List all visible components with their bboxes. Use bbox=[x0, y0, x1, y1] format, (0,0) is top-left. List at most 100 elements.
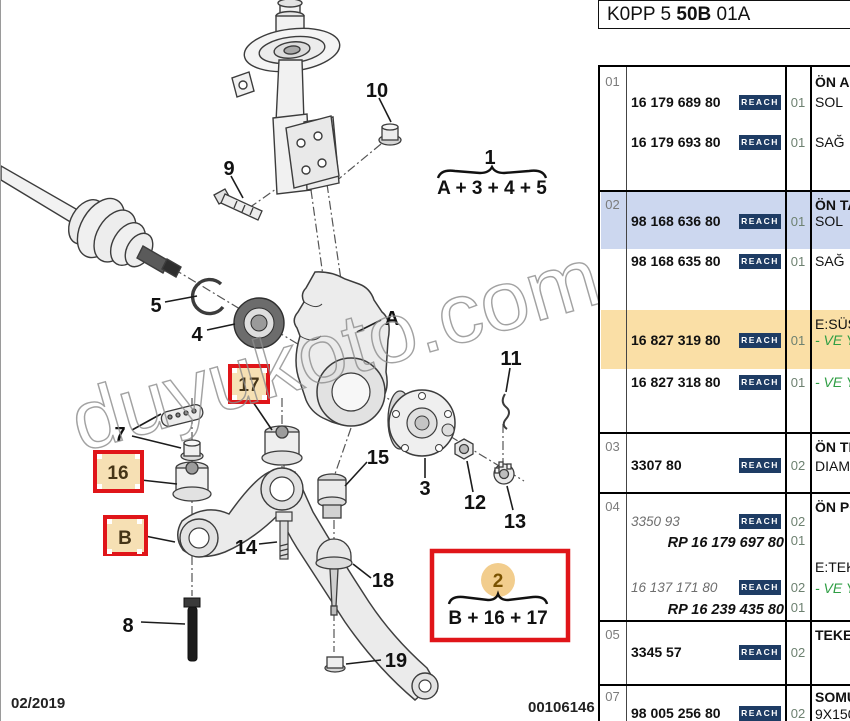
drive-shaft bbox=[1, 165, 182, 278]
pointer-lines bbox=[131, 97, 514, 665]
row-separator bbox=[600, 492, 850, 494]
row-number: 05 bbox=[605, 627, 620, 642]
front-bushing bbox=[172, 461, 212, 502]
red-box-17-label: 17 bbox=[238, 375, 259, 396]
row-number: 03 bbox=[605, 439, 620, 454]
part-description: SOL bbox=[815, 94, 844, 110]
replacement-part-number: RP 16 179 697 80 bbox=[667, 535, 784, 551]
wheel-bearing bbox=[233, 297, 285, 349]
red-box-17: 17 bbox=[228, 364, 270, 404]
row-description-header: ÖN AK bbox=[815, 74, 850, 90]
part-description: SAĞ bbox=[815, 134, 845, 150]
row-description-header: ÖN PO bbox=[815, 499, 850, 515]
row-description-header: TEKER bbox=[815, 627, 850, 643]
group-1-formula: A + 3 + 4 + 5 bbox=[437, 178, 547, 199]
catalog-code-pre: K0PP 5 bbox=[607, 4, 677, 25]
group-2-number: 2 bbox=[493, 571, 504, 592]
group-2-annotation: 2 B + 16 + 17 bbox=[429, 548, 571, 643]
row-number: 07 bbox=[605, 689, 620, 704]
reach-badge[interactable]: REACH bbox=[739, 706, 781, 721]
catalog-code-bold: 50B bbox=[676, 4, 712, 25]
highlight-band-blue bbox=[601, 192, 850, 249]
part-number: 3307 80 bbox=[631, 457, 682, 473]
callout-11: 11 bbox=[500, 348, 521, 370]
row-separator bbox=[600, 620, 850, 622]
group-1-brace bbox=[436, 164, 548, 179]
part-number: 98 168 635 80 bbox=[631, 253, 721, 269]
callout-19: 19 bbox=[385, 650, 407, 672]
row-description-header: E:SÜS bbox=[815, 316, 850, 332]
part-number: 16 179 693 80 bbox=[631, 134, 721, 150]
strut-nut bbox=[378, 123, 402, 146]
reach-badge[interactable]: REACH bbox=[739, 580, 781, 595]
red-box-B-label: B bbox=[118, 528, 132, 549]
callout-10: 10 bbox=[366, 80, 388, 102]
quantity: 01 bbox=[790, 600, 806, 615]
group-1-annotation: 1 A + 3 + 4 + 5 bbox=[436, 147, 548, 199]
reach-badge[interactable]: REACH bbox=[739, 458, 781, 473]
quantity: 02 bbox=[790, 514, 806, 529]
reach-badge[interactable]: REACH bbox=[739, 135, 781, 150]
ball-joint bbox=[315, 538, 353, 616]
hub-nut bbox=[454, 438, 474, 460]
row-description-header: ÖN TE bbox=[815, 439, 850, 455]
group-2-formula: B + 16 + 17 bbox=[448, 608, 547, 629]
column-line-qty bbox=[785, 67, 787, 721]
callout-12: 12 bbox=[464, 492, 486, 514]
long-bolt bbox=[183, 597, 201, 662]
reach-badge[interactable]: REACH bbox=[739, 375, 781, 390]
callout-labels: 10 9 5 4 A 11 7 15 3 12 13 14 18 19 8 bbox=[114, 80, 526, 672]
reach-badge[interactable]: REACH bbox=[739, 95, 781, 110]
replacement-part-number: RP 16 239 435 80 bbox=[667, 602, 784, 618]
red-box-16-label: 16 bbox=[107, 463, 128, 484]
callout-14: 14 bbox=[235, 537, 258, 559]
quantity: 02 bbox=[790, 580, 806, 595]
stop-plate-and-nut bbox=[160, 403, 204, 462]
rear-bushing bbox=[261, 425, 303, 466]
part-description: - VE Y bbox=[815, 332, 850, 348]
quantity: 01 bbox=[790, 254, 806, 269]
part-description: - VE Y bbox=[815, 374, 850, 390]
callout-9: 9 bbox=[223, 158, 234, 180]
edition-date: 02/2019 bbox=[11, 695, 66, 712]
callout-15: 15 bbox=[367, 447, 389, 469]
quantity: 01 bbox=[790, 333, 806, 348]
part-description: DIAM 8 bbox=[815, 458, 850, 474]
highlight-band-orange bbox=[601, 310, 850, 369]
part-number: 16 827 318 80 bbox=[631, 374, 721, 390]
red-box-B: B bbox=[103, 515, 148, 556]
row-separator bbox=[600, 190, 850, 192]
part-description: SAĞ bbox=[815, 253, 845, 269]
part-number: 16 137 171 80 bbox=[631, 580, 718, 595]
callout-7: 7 bbox=[114, 424, 125, 446]
reach-badge[interactable]: REACH bbox=[739, 333, 781, 348]
spacer-bushing bbox=[317, 473, 347, 519]
reach-badge[interactable]: REACH bbox=[739, 254, 781, 269]
quantity: 01 bbox=[790, 533, 806, 548]
quantity: 02 bbox=[790, 458, 806, 473]
reach-badge[interactable]: REACH bbox=[739, 514, 781, 529]
callout-8: 8 bbox=[122, 615, 133, 637]
ball-joint-nut bbox=[324, 656, 346, 673]
quantity: 01 bbox=[790, 375, 806, 390]
cotter-pin bbox=[501, 393, 510, 430]
row-separator bbox=[600, 432, 850, 434]
group-2-brace bbox=[447, 590, 549, 605]
document-number: 00106146 bbox=[528, 699, 595, 716]
catalog-code-post: 01A bbox=[711, 4, 751, 25]
reach-badge[interactable]: REACH bbox=[739, 214, 781, 229]
snap-ring bbox=[190, 277, 225, 316]
quantity: 01 bbox=[790, 135, 806, 150]
control-arm bbox=[177, 467, 439, 701]
reach-badge[interactable]: REACH bbox=[739, 645, 781, 660]
part-description: SOL bbox=[815, 213, 844, 229]
part-number: 98 005 256 80 bbox=[631, 705, 721, 721]
column-line-rowno bbox=[626, 67, 627, 721]
quantity: 01 bbox=[790, 214, 806, 229]
catalog-code-box: K0PP 5 50B 01A bbox=[598, 0, 850, 29]
lock-nut bbox=[493, 461, 515, 485]
callout-5: 5 bbox=[150, 295, 161, 317]
callout-3: 3 bbox=[419, 478, 430, 500]
